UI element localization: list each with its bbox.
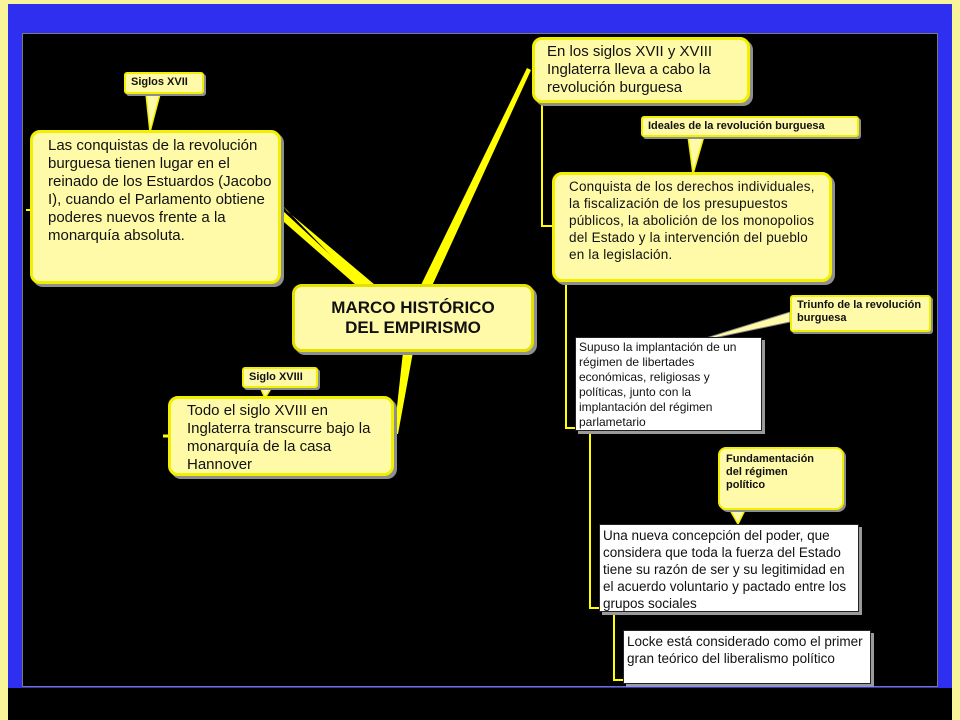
node-poder: Una nueva concepción del poder, que cons… <box>599 524 859 612</box>
node-conquistas: Las conquistas de la revolución burguesa… <box>30 130 281 284</box>
frame-bottom-bar <box>8 688 952 720</box>
node-locke: Locke está considerado como el primer gr… <box>623 630 871 684</box>
label-fundamentacion: Fundamentación del régimen político <box>718 447 844 510</box>
label-siglo-xviii: Siglo XVIII <box>242 367 318 388</box>
node-hannover: Todo el siglo XVIII en Inglaterra transc… <box>168 396 394 476</box>
node-libertades: Supuso la implantación de un régimen de … <box>575 337 762 431</box>
node-derechos: Conquista de los derechos individuales, … <box>552 172 832 282</box>
node-inglaterra: En los siglos XVII y XVIII Inglaterra ll… <box>532 37 750 103</box>
label-siglos-xvii: Siglos XVII <box>124 72 204 94</box>
central-topic: MARCO HISTÓRICO DEL EMPIRISMO <box>292 284 534 352</box>
label-triunfo: Triunfo de la revolución burguesa <box>790 295 931 332</box>
label-fundamentacion-text: Fundamentación del régimen político <box>726 453 815 491</box>
label-ideales: Ideales de la revolución burguesa <box>641 116 859 137</box>
